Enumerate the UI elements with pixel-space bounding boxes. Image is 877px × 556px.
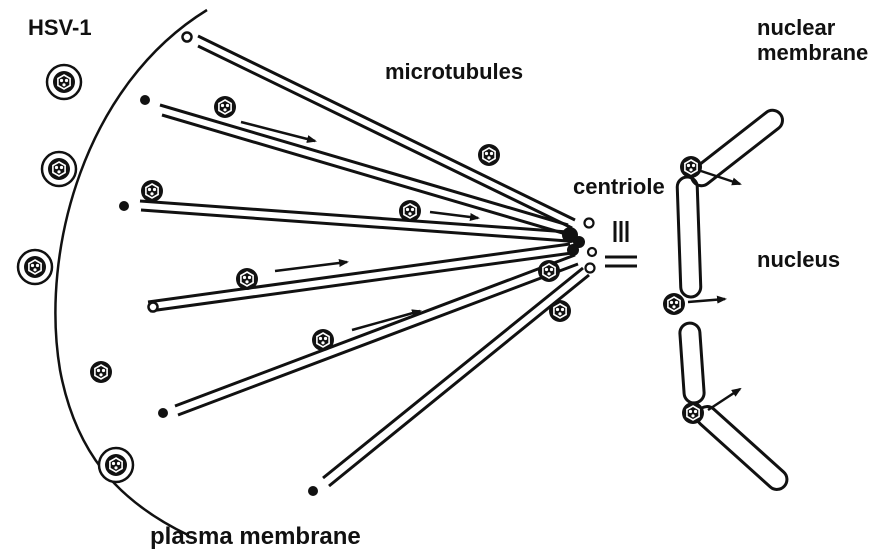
arrow	[430, 212, 478, 218]
hsv1-label: HSV-1	[28, 17, 92, 39]
capsid	[312, 329, 334, 351]
nuclear-membrane-label-line1: nuclear	[757, 15, 868, 40]
capsid	[682, 402, 704, 424]
microtubule	[148, 244, 572, 311]
capsid	[141, 180, 163, 202]
capsid	[214, 96, 236, 118]
enveloped-virion	[42, 152, 76, 186]
microtubule-end	[183, 33, 192, 42]
arrow	[708, 389, 740, 410]
capsid	[399, 200, 421, 222]
centriole-label: centriole	[573, 176, 665, 198]
enveloped-virion	[99, 448, 133, 482]
microtubules	[140, 36, 589, 486]
enveloped-virion	[47, 65, 81, 99]
microtubule-end	[119, 201, 129, 211]
microtubule-end	[308, 486, 318, 496]
capsids	[90, 96, 704, 424]
capsid	[90, 361, 112, 383]
microtubule-end	[149, 303, 158, 312]
enveloped-virions	[18, 65, 133, 482]
nuclear-membrane-label-line2: membrane	[757, 40, 868, 65]
centriole-symbol	[605, 221, 637, 266]
microtubule-end	[140, 95, 150, 105]
capsid	[538, 260, 560, 282]
microtubules-label: microtubules	[385, 61, 523, 83]
capsid	[680, 156, 702, 178]
capsid	[663, 293, 685, 315]
capsid	[549, 300, 571, 322]
plasma-membrane-label: plasma membrane	[150, 525, 361, 549]
nuclear-membrane-label: nuclear membrane	[757, 15, 868, 65]
capsid	[478, 144, 500, 166]
capsid	[236, 268, 258, 290]
enveloped-virion	[18, 250, 52, 284]
arrow	[275, 262, 347, 271]
microtubule-end	[158, 408, 168, 418]
arrow	[688, 299, 725, 302]
nucleus-label: nucleus	[757, 249, 840, 271]
